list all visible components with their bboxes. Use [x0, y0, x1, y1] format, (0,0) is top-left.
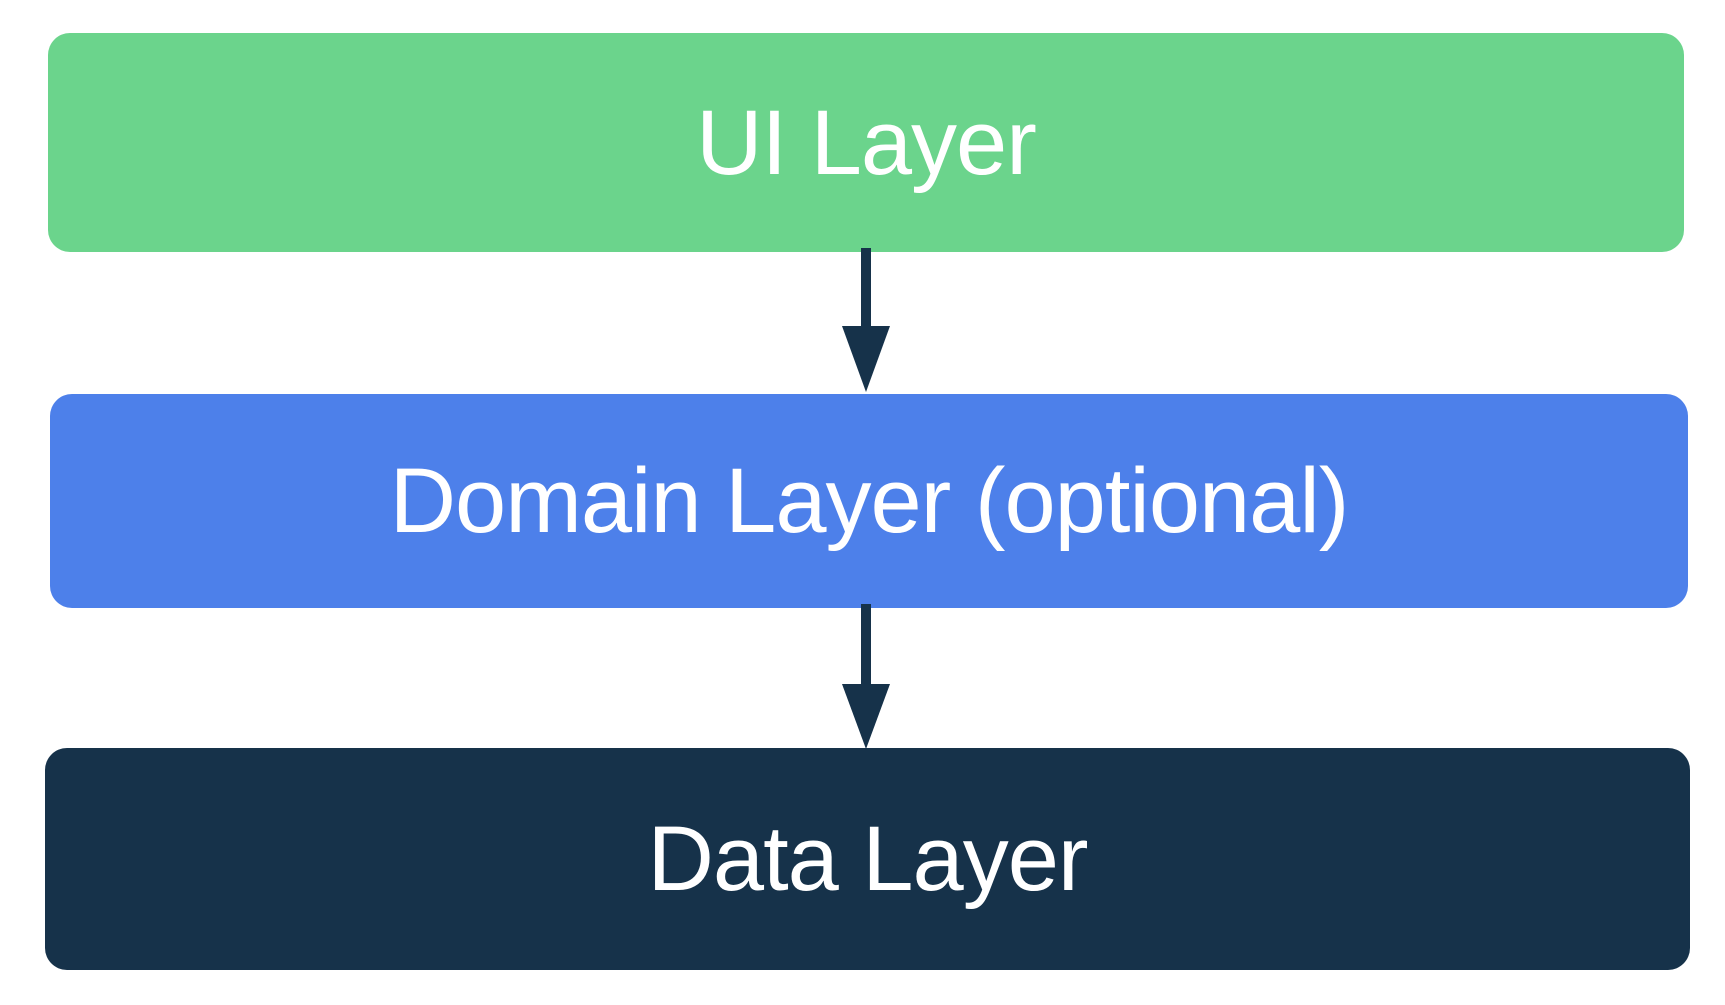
layer-label-ui: UI Layer	[696, 91, 1037, 194]
layer-label-domain: Domain Layer (optional)	[389, 450, 1350, 552]
arrow-down-icon-domain-to-data	[842, 604, 890, 749]
layer-label-data: Data Layer	[647, 808, 1088, 910]
arrow-down-icon-ui-to-domain	[842, 248, 890, 392]
layer-box-data[interactable]: Data Layer	[45, 748, 1690, 970]
layer-box-domain[interactable]: Domain Layer (optional)	[50, 394, 1688, 608]
layer-box-ui[interactable]: UI Layer	[48, 33, 1684, 252]
